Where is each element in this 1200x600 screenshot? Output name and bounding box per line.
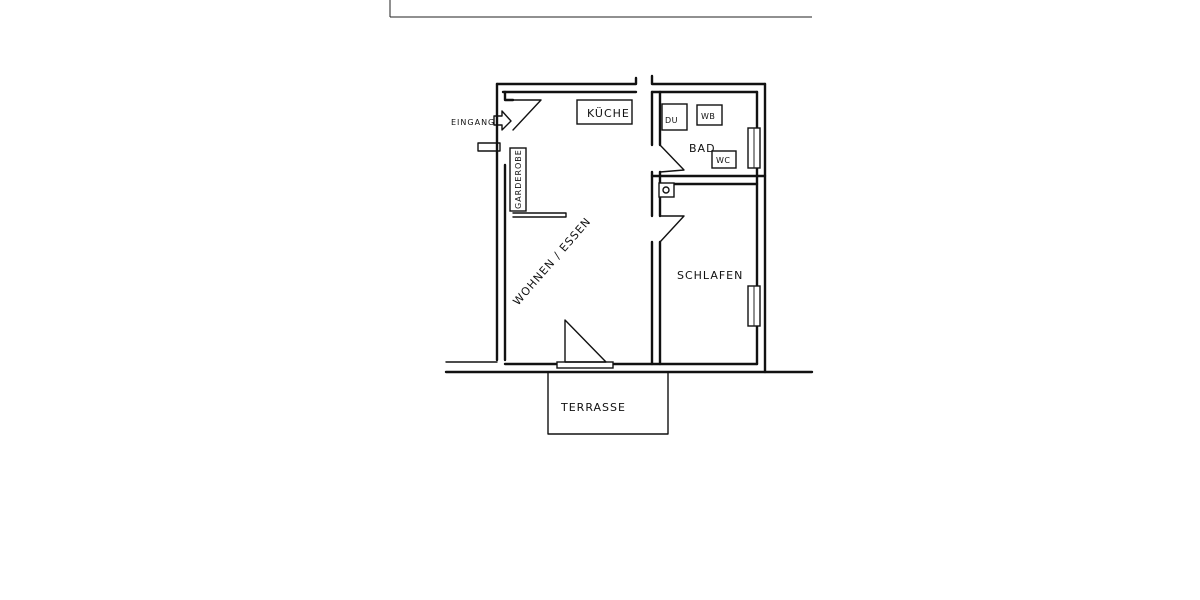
washbasin	[696, 104, 723, 126]
label-shower: DU	[665, 116, 678, 125]
label-entrance: EINGANG	[451, 118, 495, 127]
kitchen-counter	[576, 99, 633, 125]
toilet	[711, 150, 737, 169]
interior-walls	[477, 90, 767, 366]
label-bedroom: SCHLAFEN	[677, 269, 743, 282]
exterior-walls	[444, 74, 814, 374]
label-washbasin: WB	[701, 112, 715, 121]
label-kitchen: KÜCHE	[587, 107, 630, 120]
label-wardrobe: GARDEROBE	[514, 149, 523, 209]
shower-tray	[661, 103, 688, 131]
fixtures	[509, 99, 737, 212]
terrace	[547, 371, 669, 435]
label-toilet: WC	[716, 156, 731, 165]
wardrobe	[509, 147, 527, 212]
label-terrace: TERRASSE	[560, 401, 626, 414]
boiler	[658, 182, 675, 198]
label-bath: BAD	[689, 142, 716, 155]
entrance-arrow-icon	[493, 110, 512, 131]
page-top-rule	[389, 0, 812, 18]
label-living: WOHNEN / ESSEN	[510, 215, 593, 308]
doors	[512, 99, 685, 363]
